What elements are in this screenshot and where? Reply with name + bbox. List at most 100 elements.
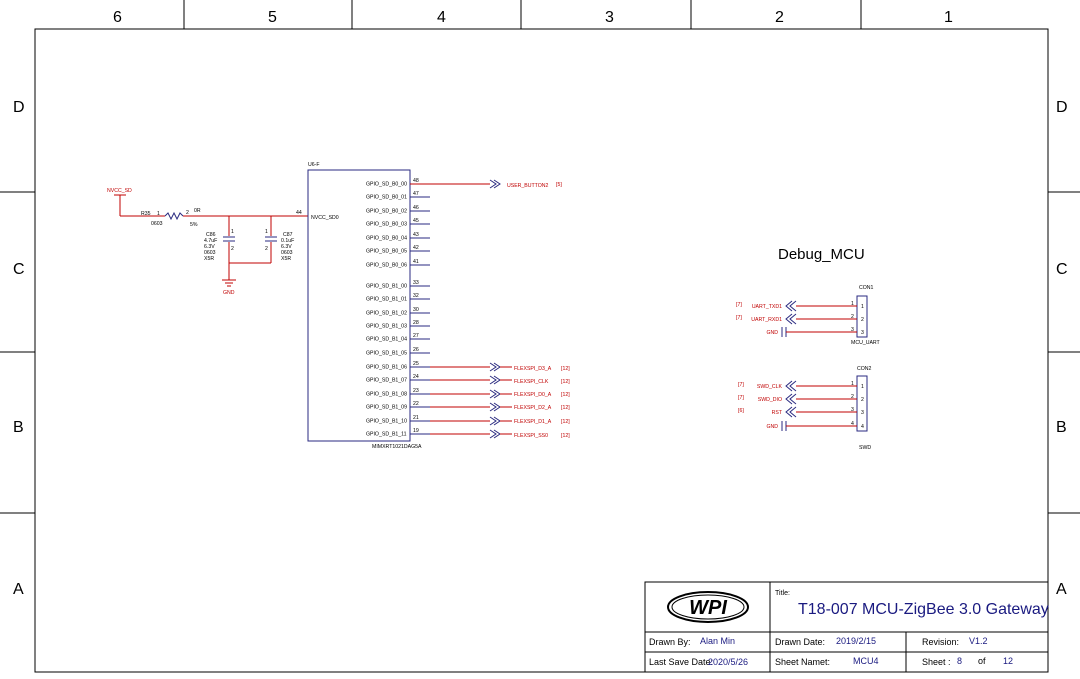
ic-pin-number: 46 — [413, 205, 419, 211]
ic-pin-number: 41 — [413, 259, 419, 265]
row-label: C — [1056, 261, 1068, 278]
ic-pin-name: GPIO_SD_B0_03 — [366, 222, 407, 228]
wpi-logo: WPI — [667, 591, 749, 623]
power-net-label: NVCC_SD — [107, 188, 132, 194]
column-label: 2 — [775, 9, 784, 26]
power-network: NVCC_SD R35 1 2 0R 0603 5% 1 2 C86 4.7uF… — [107, 188, 308, 296]
column-label: 4 — [437, 9, 446, 26]
con-pin-number: 2 — [851, 394, 854, 400]
con-pin-index: 1 — [861, 384, 864, 390]
ic-pin-number: 45 — [413, 218, 419, 224]
net-ref: [12] — [561, 379, 570, 385]
net-label: FLEXSPI_D1_A — [514, 419, 552, 425]
net-wires: USER_BUTTON2 [5] FLEXSPI_D3_A[12]FLEXSPI… — [410, 179, 570, 439]
con-signal: UART_TXD1 — [752, 304, 782, 310]
sheet-name-label: Sheet Namet: — [775, 657, 830, 667]
cap1-pin-top: 1 — [231, 229, 234, 235]
ic-power-pin-num: 44 — [296, 210, 302, 216]
con-signal: UART_RXD1 — [751, 317, 782, 323]
net-label: FLEXSPI_D3_A — [514, 366, 552, 372]
gnd-label: GND — [223, 290, 235, 296]
net-label: FLEXSPI_SS0 — [514, 433, 548, 439]
net-ref: [5] — [556, 182, 562, 188]
column-labels: 6 5 4 3 2 1 — [113, 9, 953, 26]
ic-pin-name: GPIO_SD_B1_10 — [366, 419, 407, 425]
sheet-of: of — [978, 656, 986, 666]
row-label: D — [13, 99, 25, 116]
ic-pin-number: 24 — [413, 374, 419, 380]
ic-pin-number: 26 — [413, 347, 419, 353]
ic-pin-name: GPIO_SD_B1_11 — [366, 432, 407, 438]
ic-pin-name: GPIO_SD_B1_04 — [366, 337, 407, 343]
row-label: B — [13, 419, 24, 436]
net-label: FLEXSPI_CLK — [514, 379, 549, 385]
sheet-total: 12 — [1003, 656, 1013, 666]
cap2-value: 0.1uF — [281, 238, 294, 244]
drawn-date-value: 2019/2/15 — [836, 636, 876, 646]
con-pin-index: 2 — [861, 317, 864, 323]
cap2-ref: C87 — [283, 232, 293, 238]
ic-pin-number: 27 — [413, 333, 419, 339]
ic-body — [307, 169, 411, 442]
resistor-pin2: 2 — [186, 210, 189, 216]
cap1-voltage: 6.3V — [204, 244, 215, 250]
inner-border — [34, 28, 1049, 673]
con-ref: [7] — [738, 395, 744, 401]
net-ref: [12] — [561, 405, 570, 411]
con-pin-number: 2 — [851, 314, 854, 320]
cap2-voltage: 6.3V — [281, 244, 292, 250]
sheet-title: T18-007 MCU-ZigBee 3.0 Gateway — [798, 601, 1049, 618]
ic-pin-name: GPIO_SD_B0_06 — [366, 263, 407, 269]
cap1-dielectric: X5R — [204, 256, 214, 262]
con-pin-index: 3 — [861, 330, 864, 336]
revision-label: Revision: — [922, 637, 959, 647]
sheet-name-value: MCU4 — [853, 656, 879, 666]
resistor-r35 — [164, 211, 184, 221]
con-pin-number: 4 — [851, 421, 854, 427]
ic-pin-number: 47 — [413, 191, 419, 197]
column-dividers — [183, 0, 862, 29]
cap1-value: 4.7uF — [204, 238, 217, 244]
ic-power-pin-name: NVCC_SD0 — [311, 215, 339, 221]
ic-pin-name: GPIO_SD_B0_05 — [366, 249, 407, 255]
sheet-label: Sheet : — [922, 657, 951, 667]
con-ref: [7] — [736, 302, 742, 308]
net-ref: [12] — [561, 419, 570, 425]
title-label: Title: — [775, 590, 790, 597]
net-label: FLEXSPI_D0_A — [514, 392, 552, 398]
con-pin-number: 3 — [851, 327, 854, 333]
con2-name: SWD — [859, 445, 871, 451]
ic-pin-name: GPIO_SD_B1_09 — [366, 405, 407, 411]
ic-pin-number: 30 — [413, 307, 419, 313]
net-label: FLEXSPI_D2_A — [514, 405, 552, 411]
debug-title: Debug_MCU — [778, 246, 865, 263]
ic-pin-number: 28 — [413, 320, 419, 326]
cap2-pin-top: 1 — [265, 229, 268, 235]
con-pin-index: 2 — [861, 397, 864, 403]
cap2-dielectric: X5R — [281, 256, 291, 262]
resistor-tolerance: 5% — [190, 222, 198, 228]
ic-pin-number: 22 — [413, 401, 419, 407]
con-pin-number: 1 — [851, 301, 854, 307]
drawn-by-label: Drawn By: — [649, 637, 691, 647]
cap1-package: 0603 — [204, 250, 216, 256]
con-pin-number: 3 — [851, 407, 854, 413]
ic-pin-number: 19 — [413, 428, 419, 434]
net-ref: [12] — [561, 433, 570, 439]
ic-pin-number: 25 — [413, 361, 419, 367]
ic-pin-name: GPIO_SD_B0_02 — [366, 209, 407, 215]
ic-pin-name: GPIO_SD_B1_00 — [366, 284, 407, 290]
resistor-value: 0R — [194, 208, 201, 214]
cap2-package: 0603 — [281, 250, 293, 256]
con-pin-number: 1 — [851, 381, 854, 387]
net-ref: [12] — [561, 392, 570, 398]
row-label: A — [13, 581, 24, 598]
con1-ref: CON1 — [859, 285, 874, 291]
resistor-ref: R35 — [141, 211, 151, 217]
row-label: A — [1056, 581, 1067, 598]
con-ref: [6] — [738, 408, 744, 414]
ic-pin-number: 33 — [413, 280, 419, 286]
